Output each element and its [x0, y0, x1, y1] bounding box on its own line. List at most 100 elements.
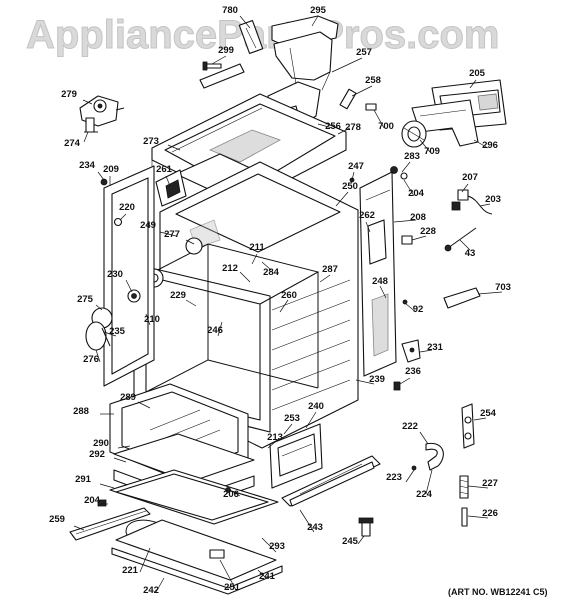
part-callout-275: 275: [77, 294, 94, 305]
part-callout-240: 240: [308, 401, 324, 412]
art-number: (ART NO. WB12241 C5): [448, 587, 548, 597]
slide-rail-259: [69, 507, 151, 541]
bottom-plate-242: [111, 519, 283, 595]
part-callout-259: 259: [49, 514, 65, 525]
part-callout-780: 780: [222, 5, 238, 16]
part-callout-245: 245: [342, 536, 359, 547]
pin-226: [461, 507, 468, 527]
part-callout-220: 220: [119, 202, 135, 213]
part-callout-211: 211: [249, 242, 265, 253]
part-callout-235: 235: [109, 326, 126, 337]
part-callout-242: 242: [143, 585, 159, 596]
part-callout-295: 295: [310, 5, 327, 16]
part-callout-206: 206: [223, 489, 239, 500]
part-callout-291: 291: [75, 474, 92, 485]
part-callout-709: 709: [424, 146, 440, 157]
part-callout-226: 226: [482, 508, 498, 519]
part-callout-210: 210: [144, 314, 160, 325]
burner-261: [155, 169, 187, 207]
part-callout-273: 273: [143, 136, 159, 147]
part-callout-290: 290: [93, 438, 109, 449]
part-callout-287: 287: [322, 264, 338, 275]
part-callout-256: 256: [325, 121, 341, 132]
part-callout-254: 254: [480, 408, 497, 419]
part-callout-277: 277: [164, 229, 180, 240]
screw-245: [358, 517, 374, 537]
bracket-231: [401, 339, 421, 363]
part-callout-260: 260: [281, 290, 297, 301]
screw-236: [393, 381, 401, 391]
screw-299: [202, 61, 222, 71]
part-callout-236: 236: [405, 366, 421, 377]
part-callout-288: 288: [73, 406, 89, 417]
screw-283: [390, 166, 408, 180]
part-callout-251: 251: [224, 582, 241, 593]
part-callout-261: 261: [156, 164, 173, 175]
hinge-bracket-254: [461, 403, 475, 449]
part-callout-227: 227: [482, 478, 498, 489]
oven-rack-rails: [271, 279, 351, 411]
left-side-panel: [100, 165, 155, 387]
right-side-panel-208: [359, 171, 397, 377]
part-callout-250: 250: [342, 181, 358, 192]
part-callout-205: 205: [469, 68, 486, 79]
part-callout-248: 248: [372, 276, 388, 287]
part-callout-212: 212: [222, 263, 238, 274]
part-callout-204: 204: [408, 188, 425, 199]
part-callout-700: 700: [378, 121, 394, 132]
spring-227: [459, 475, 469, 499]
part-callout-293: 293: [269, 541, 285, 552]
part-callout-221: 221: [122, 565, 139, 576]
part-callout-292: 292: [89, 449, 105, 460]
screw-204: [97, 499, 107, 507]
part-callout-239: 239: [369, 374, 385, 385]
part-callout-223: 223: [386, 472, 402, 483]
part-callout-43: 43: [465, 248, 476, 259]
part-callout-204: 204: [84, 495, 101, 506]
part-callout-92: 92: [413, 304, 424, 315]
part-callout-241: 241: [259, 571, 276, 582]
part-callout-283: 283: [404, 151, 420, 162]
part-callout-229: 229: [170, 290, 186, 301]
part-callout-247: 247: [348, 161, 364, 172]
part-callout-276: 276: [83, 354, 99, 365]
part-callout-278: 278: [345, 122, 361, 133]
hinge-251: [209, 549, 225, 559]
part-callout-230: 230: [107, 269, 123, 280]
part-callout-274: 274: [64, 138, 81, 149]
part-callout-299: 299: [218, 45, 234, 56]
burner-tube-243: [281, 455, 381, 507]
part-callout-208: 208: [410, 212, 426, 223]
part-callout-246: 246: [207, 325, 223, 336]
part-callout-207: 207: [462, 172, 478, 183]
part-callout-243: 243: [307, 522, 323, 533]
part-callout-289: 289: [120, 392, 136, 403]
part-callout-234: 234: [79, 160, 96, 171]
bracket-258: [339, 88, 357, 110]
part-callout-284: 284: [263, 267, 280, 278]
watermark: AppliancePartsPros.com: [26, 13, 500, 57]
part-callout-258: 258: [365, 75, 381, 86]
range-top-panel: [151, 63, 347, 205]
part-callout-231: 231: [427, 342, 444, 353]
part-callout-222: 222: [402, 421, 418, 432]
part-callout-262: 262: [359, 210, 375, 221]
part-callout-249: 249: [140, 220, 156, 231]
part-callout-703: 703: [495, 282, 511, 293]
part-callout-224: 224: [416, 489, 433, 500]
screw-92: [402, 299, 408, 305]
drawer-panel-293: [109, 469, 279, 525]
lower-panel-240: [269, 423, 323, 489]
leader-lines: [73, 15, 503, 593]
hinge-222: [411, 442, 444, 471]
switch-228: [401, 235, 413, 245]
part-callout-209: 209: [103, 164, 119, 175]
burner-valve-279: [79, 95, 125, 133]
clip-700: [365, 103, 377, 111]
part-callout-228: 228: [420, 226, 436, 237]
part-callout-257: 257: [356, 47, 372, 58]
probe-43: [444, 227, 477, 252]
